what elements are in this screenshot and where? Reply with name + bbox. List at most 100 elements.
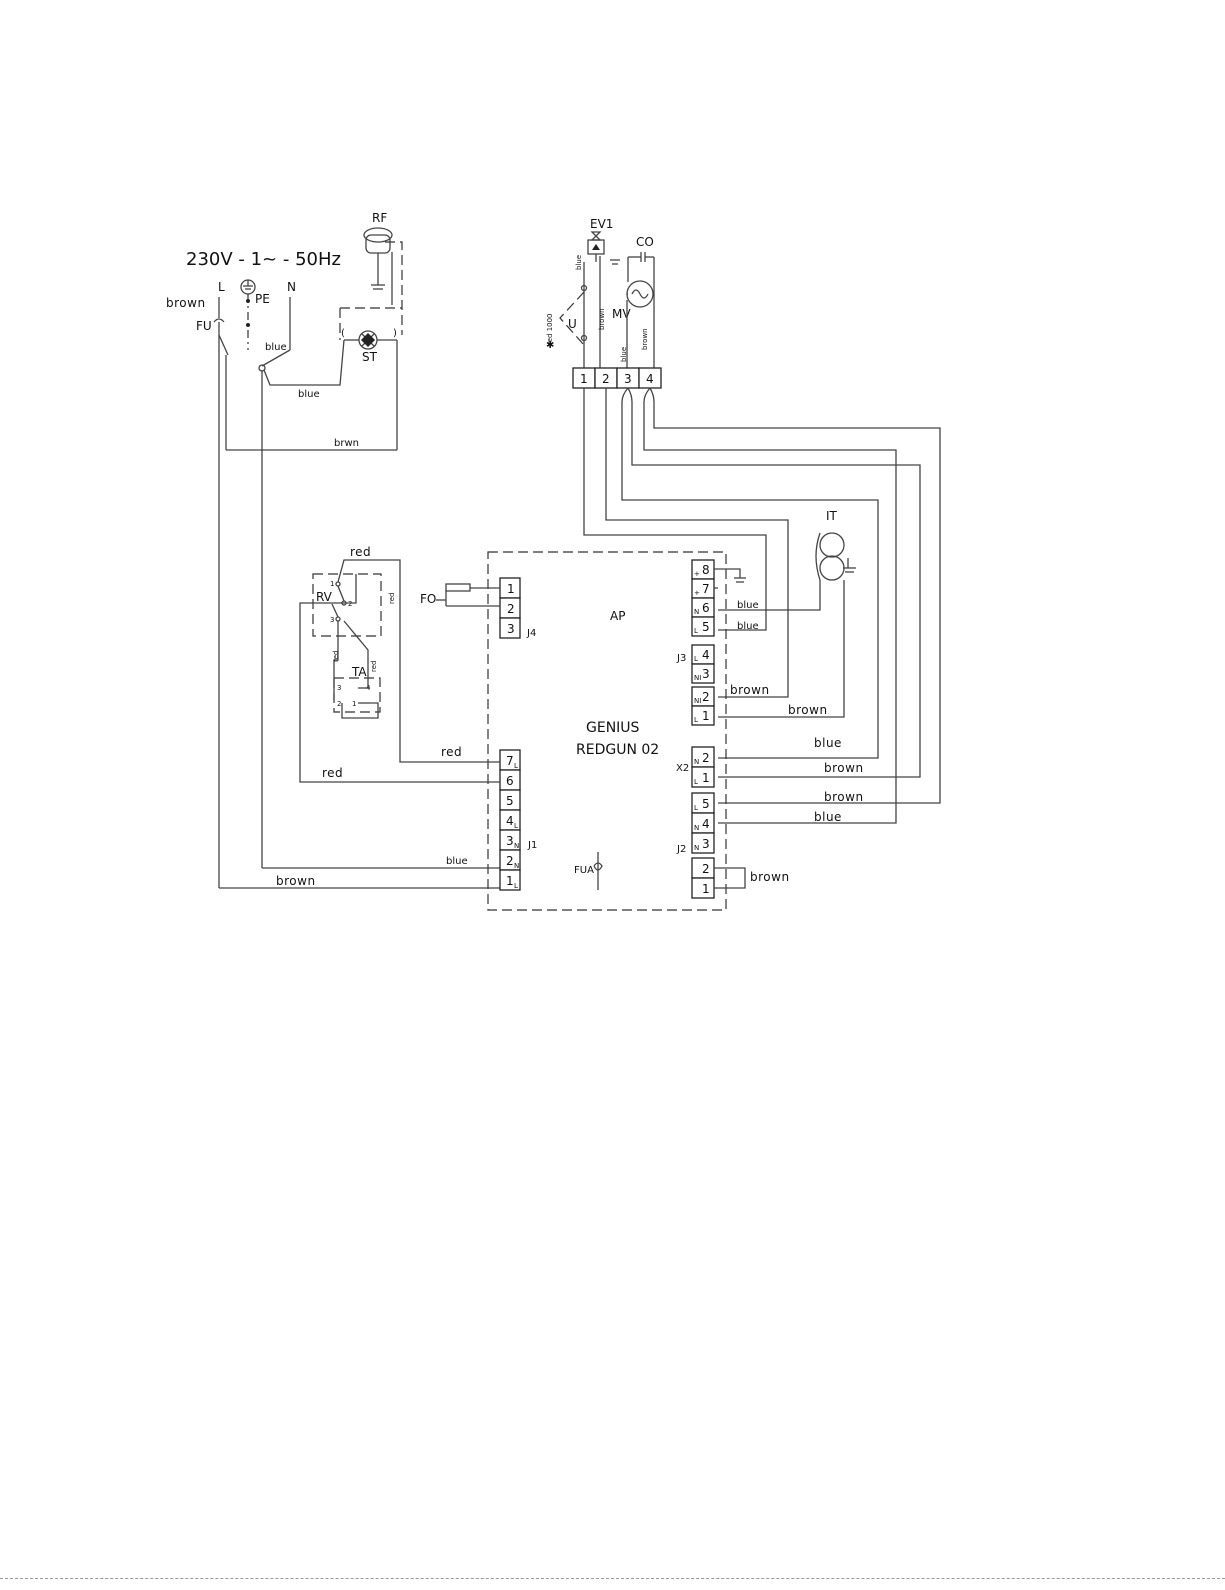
j1-1-wire-label: brown xyxy=(276,874,316,888)
st-label: ST xyxy=(362,350,378,364)
fua-label: FUA xyxy=(574,865,594,876)
j1-connector: 7 6 5 4 3 2 1 L L N N L J1 xyxy=(499,749,537,891)
j2-pin-4: 4 xyxy=(702,817,710,831)
j3-1-wire-label: brown xyxy=(788,703,828,717)
fu-switch xyxy=(218,334,229,356)
wire-it-j3-6 xyxy=(718,580,821,611)
j1-mark: L xyxy=(514,762,518,770)
ta-pin-1: 1 xyxy=(352,700,356,708)
n-wire-label: blue xyxy=(265,342,287,353)
ap-label: AP xyxy=(610,609,625,623)
u-note-star: ✱ xyxy=(546,340,554,351)
ta-red-label-right: red xyxy=(370,661,378,672)
j2-connector: 5 4 3 2 1 L N N J2 xyxy=(676,792,715,899)
wire-t2-j3-2 xyxy=(605,388,789,698)
supply-l-label: L xyxy=(218,280,225,294)
wire-it-j3-1 xyxy=(718,580,845,718)
controller-name-line1: GENIUS xyxy=(586,720,640,736)
j3-pin-2: 2 xyxy=(702,690,710,704)
j1-2-wire-label: blue xyxy=(446,856,468,867)
rv-pin-3: 3 xyxy=(330,616,334,624)
supply-n-label: N xyxy=(287,280,296,294)
j2-pin-1: 1 xyxy=(702,882,710,896)
wire-t3-x2-2 xyxy=(621,387,879,759)
supply-pe-label: PE xyxy=(255,292,270,306)
j3-pin-6: 6 xyxy=(702,601,710,615)
x2-mark: N xyxy=(694,758,699,766)
x2-2-wire-label: blue xyxy=(814,736,842,750)
j4-pin-1: 1 xyxy=(507,582,515,596)
u-sensor-outline xyxy=(559,291,585,346)
rv-pin-1: 1 xyxy=(330,580,334,588)
j3-6-wire-label: blue xyxy=(737,600,759,611)
j1-pin-1: 1 xyxy=(506,874,514,888)
rf-dashed-link xyxy=(385,241,403,335)
mv-brown-label: brown xyxy=(641,328,649,350)
genius-board-outline xyxy=(487,551,727,911)
j3-mark: L xyxy=(694,716,698,724)
rf-label: RF xyxy=(372,211,387,225)
j3-mark: NI xyxy=(694,674,701,682)
j2-4-wire-label: blue xyxy=(814,810,842,824)
j1-mark: N xyxy=(514,842,519,850)
j3-pin-1: 1 xyxy=(702,709,710,723)
mv-label: MV xyxy=(612,307,631,321)
j1-6-wire-label: red xyxy=(322,766,343,780)
mv-blue-label: blue xyxy=(620,347,628,362)
j2-bridge xyxy=(714,867,746,889)
j3-5-wire-label: blue xyxy=(737,621,759,632)
j1-pin-5: 5 xyxy=(506,794,514,808)
j3-mark: + xyxy=(694,589,700,597)
j4-pin-2: 2 xyxy=(507,602,515,616)
j2-mark: L xyxy=(694,804,698,812)
j4-label: J4 xyxy=(526,628,536,639)
ev1-valve-icon xyxy=(587,231,620,265)
pe-dot xyxy=(246,323,250,327)
x2-mark: L xyxy=(694,778,698,786)
j3-label: J3 xyxy=(676,653,686,664)
j4-pin-3: 3 xyxy=(507,622,515,636)
terminal-4: 4 xyxy=(646,372,654,386)
l-wire-label: brown xyxy=(166,296,206,310)
j3-pin-5: 5 xyxy=(702,620,710,634)
st-blue-label: blue xyxy=(298,389,320,400)
rv-outline xyxy=(312,573,382,637)
j1-pin-2: 2 xyxy=(506,854,514,868)
ev1-label: EV1 xyxy=(590,217,613,231)
j3-pin-3: 3 xyxy=(702,667,710,681)
x2-connector: 2 1 N L X2 xyxy=(676,746,715,788)
j2-pin-2: 2 xyxy=(702,862,710,876)
x2-label: X2 xyxy=(676,763,689,774)
j3-mark: L xyxy=(694,627,698,635)
rv-label: RV xyxy=(316,590,333,604)
co-capacitor-icon xyxy=(627,252,655,282)
wire-rv-j1-6 xyxy=(299,602,500,783)
fuse-fu-icon xyxy=(213,318,225,323)
co-label: CO xyxy=(636,235,654,249)
it-label: IT xyxy=(826,509,838,523)
j2-label: J2 xyxy=(676,844,686,855)
terminal-3: 3 xyxy=(624,372,632,386)
x2-1-wire-label: brown xyxy=(824,761,864,775)
j3-pin-7: 7 xyxy=(702,582,710,596)
j1-pin-7: 7 xyxy=(506,754,514,768)
ta-pin-2: 2 xyxy=(337,700,341,708)
ta-label: TA xyxy=(351,665,367,679)
wire-t4-j2-5 xyxy=(649,387,941,804)
j3-mark: + xyxy=(694,570,700,578)
j1-pin-6: 6 xyxy=(506,774,514,788)
j2-bridge-label: brown xyxy=(750,870,790,884)
fu-label: FU xyxy=(196,319,212,333)
wire-t4-j2-4 xyxy=(643,387,897,824)
rv-switch-icon: 1 2 3 xyxy=(330,580,352,624)
ev1-wire-label: blue xyxy=(575,255,583,270)
page-bottom-edge xyxy=(0,1578,1225,1579)
pe-ground-icon xyxy=(240,279,256,295)
j1-7-wire-label: red xyxy=(441,745,462,759)
rv-red-label: red xyxy=(388,593,396,604)
terminal-2: 2 xyxy=(602,372,610,386)
j3-pin-8: 8 xyxy=(702,563,710,577)
controller-name-line2: REDGUN 02 xyxy=(576,742,659,758)
pe-dot xyxy=(246,299,250,303)
